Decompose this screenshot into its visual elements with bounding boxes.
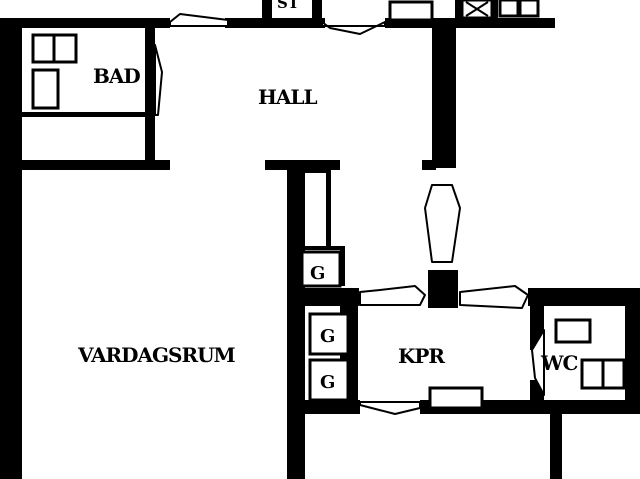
room-label-wc: WC xyxy=(540,351,577,375)
hall-bottom-wall xyxy=(265,160,340,170)
central-wall xyxy=(287,168,305,479)
bath-shelf-line xyxy=(22,112,145,117)
kitchen-stove xyxy=(428,386,484,410)
storage-label-g3: G xyxy=(320,372,335,393)
top-cabinet-3 xyxy=(518,0,540,18)
room-label-bad: BAD xyxy=(93,64,140,88)
door-kitchen-top-right xyxy=(459,285,529,309)
wc-right-wall xyxy=(625,300,640,410)
bath-right-wall xyxy=(145,26,155,166)
door-kitchen-top-left xyxy=(359,285,426,306)
bath-toilet xyxy=(31,68,60,110)
hall-right-wall xyxy=(432,26,456,168)
top-wall-left xyxy=(0,18,170,28)
storage-label-g1: G xyxy=(310,263,325,284)
top-divider-2 xyxy=(492,0,498,22)
top-wall-mid xyxy=(225,18,325,28)
closet-wall-left xyxy=(262,0,272,26)
kitchen-top-right xyxy=(528,288,640,306)
top-cabinet-2 xyxy=(498,0,520,18)
top-wall-right xyxy=(385,18,555,28)
g1-right xyxy=(340,246,345,286)
room-label-kpr: KPR xyxy=(398,344,445,368)
door-hall-top-left xyxy=(169,13,229,27)
bath-bottom-wall xyxy=(22,160,170,170)
doors xyxy=(154,13,545,415)
storage-label-g2: G xyxy=(320,326,335,347)
storage-label-st: ST xyxy=(277,0,300,12)
wardrobe-side xyxy=(326,168,331,246)
door-wc xyxy=(531,329,545,396)
lower-right-wall xyxy=(550,410,562,479)
kitchen-bottom-left xyxy=(300,400,360,414)
left-outer-wall xyxy=(0,18,22,479)
g1-top xyxy=(303,246,343,250)
door-bath xyxy=(154,44,163,116)
top-divider-1 xyxy=(455,0,461,22)
top-cabinet xyxy=(388,0,434,22)
storage-g1-box xyxy=(300,250,342,288)
storage-g2-box xyxy=(308,312,350,356)
wc-sink xyxy=(554,318,592,344)
storage-g3-box xyxy=(308,358,350,402)
fixtures xyxy=(31,0,626,410)
room-label-vardagsrum: VARDAGSRUM xyxy=(77,343,236,367)
door-hall-top-right xyxy=(321,21,386,35)
door-hall-kitchen xyxy=(424,184,461,263)
door-kitchen-bottom xyxy=(359,401,421,415)
room-label-hall: HALL xyxy=(258,85,317,109)
closet-wall-right xyxy=(312,0,322,26)
wardrobe-top xyxy=(303,168,331,173)
hall-bottom-wall-right xyxy=(422,160,436,170)
kitchen-door-post xyxy=(428,270,458,308)
